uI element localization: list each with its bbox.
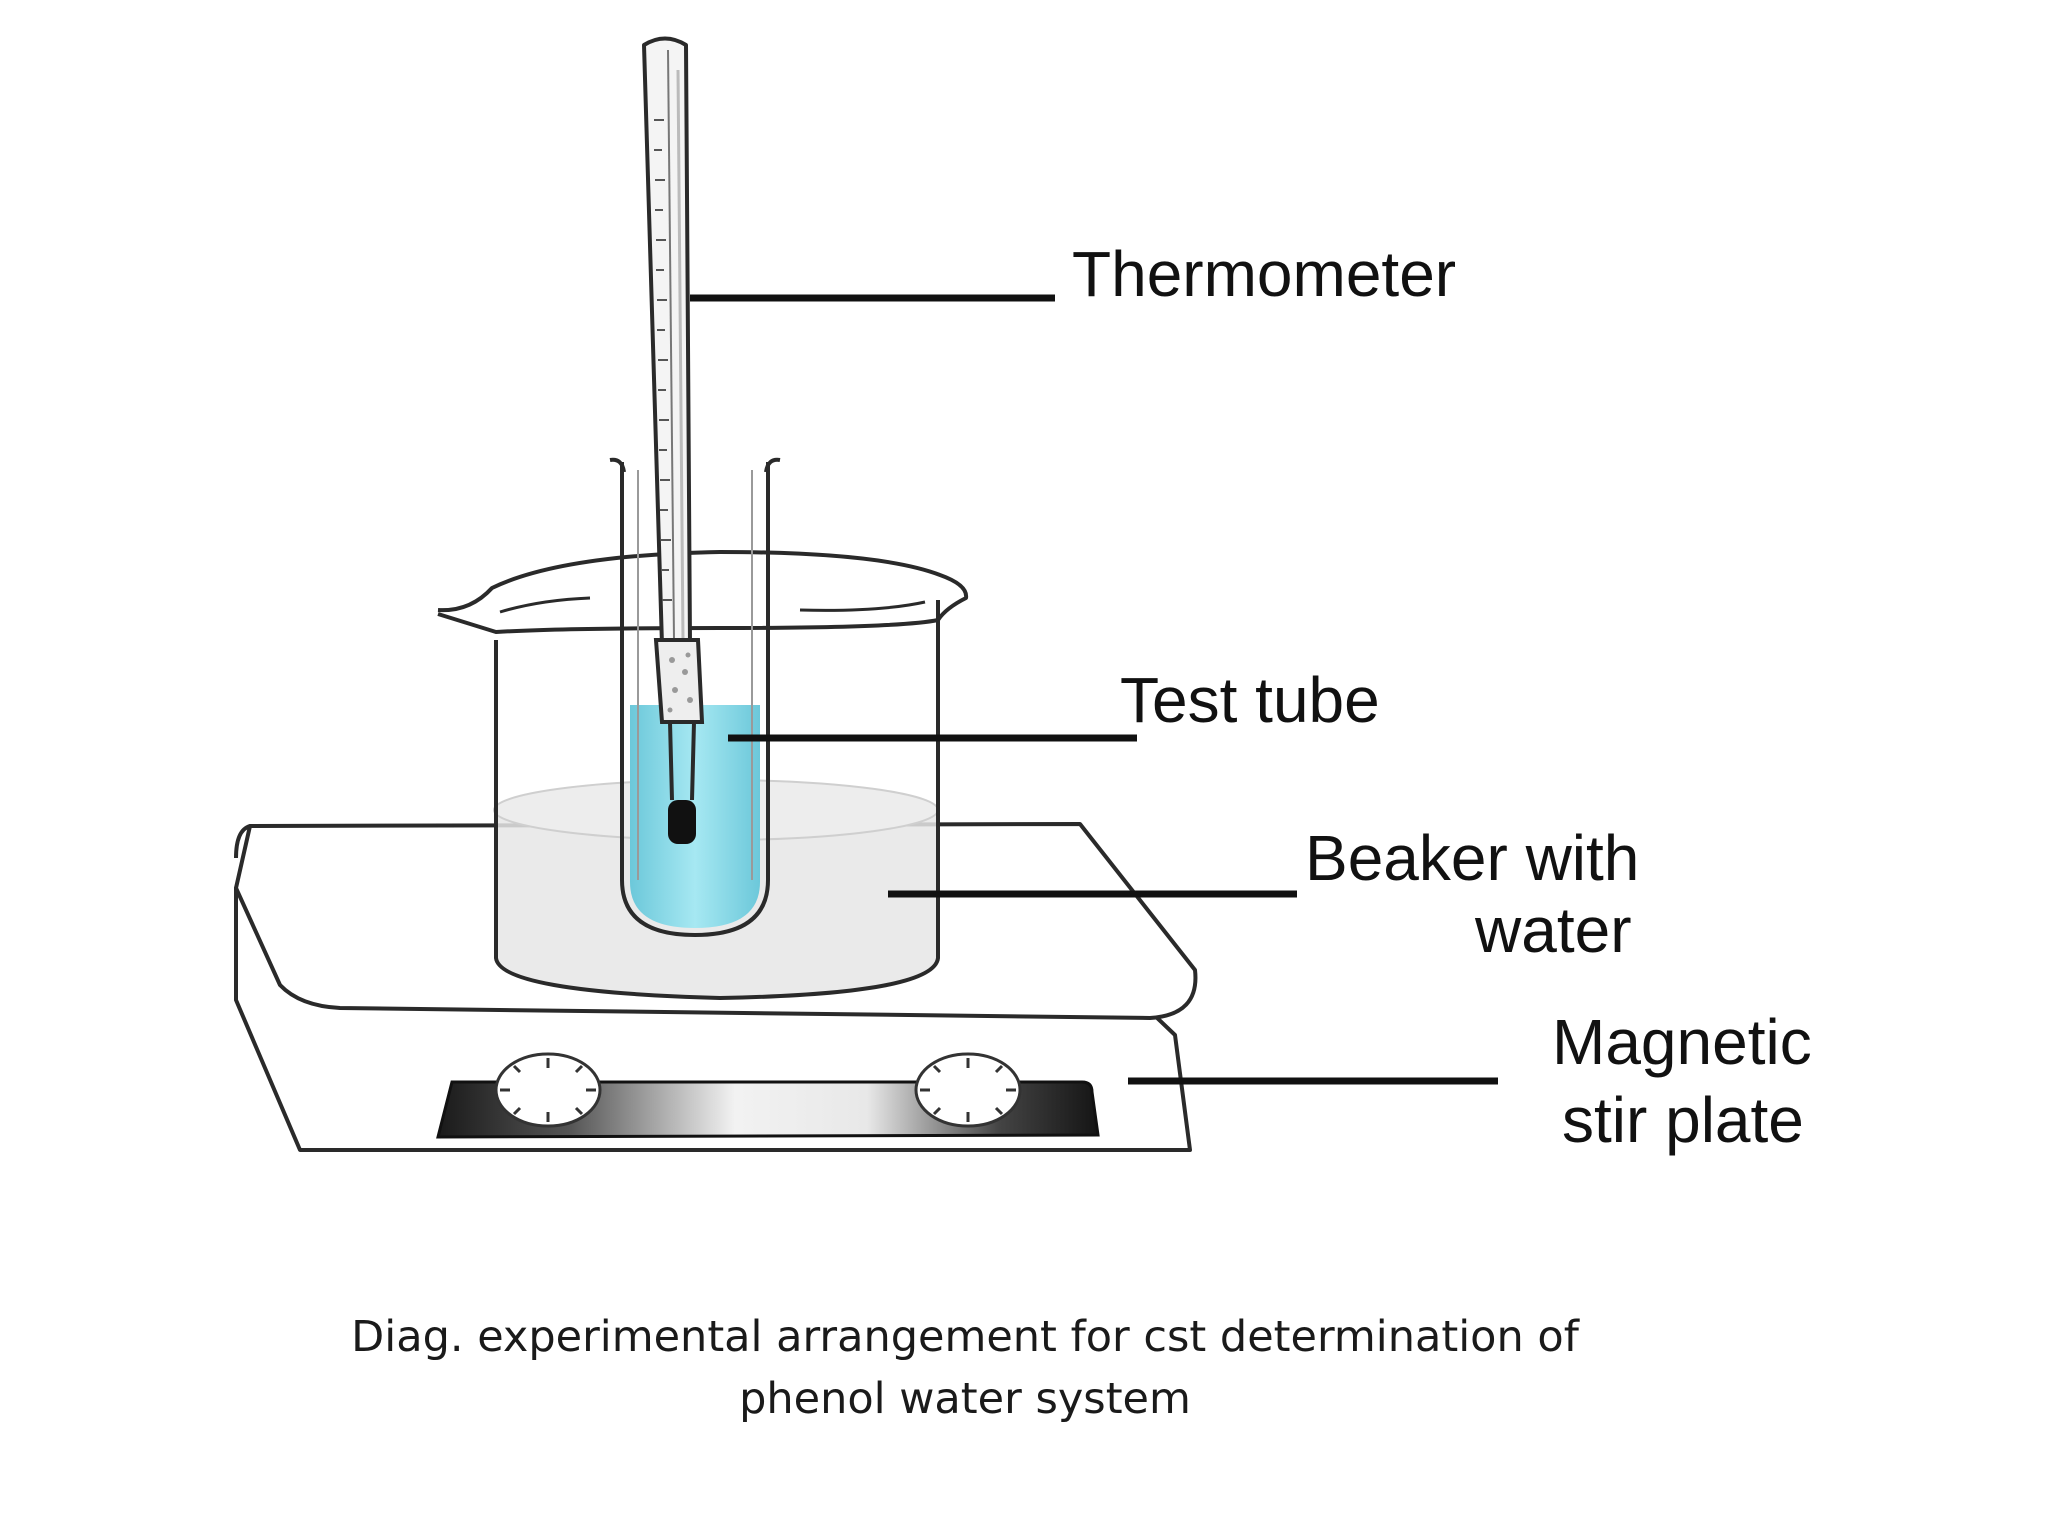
test-tube-label: Test tube	[1120, 664, 1380, 736]
thermometer-scale	[654, 119, 672, 601]
beaker-label-line1: Beaker with	[1305, 822, 1639, 894]
cork-stopper	[653, 638, 705, 724]
magnetic-stir-plate	[234, 822, 1198, 1152]
thermometer-label: Thermometer	[1072, 238, 1456, 310]
beaker-label-line2: water	[1474, 894, 1632, 966]
left-knob	[494, 1052, 602, 1128]
thermometer	[642, 36, 705, 844]
caption-line-1: Diag. experimental arrangement for cst d…	[351, 1312, 1579, 1362]
caption-line-2: phenol water system	[739, 1374, 1191, 1424]
beaker-rim	[437, 550, 969, 634]
thermometer-bulb	[668, 800, 696, 844]
right-knob	[914, 1052, 1022, 1128]
leader-lines	[690, 294, 1498, 1085]
beaker-wall-left	[494, 600, 940, 1000]
stir-plate-label-line1: Magnetic	[1552, 1006, 1812, 1078]
stir-plate-label-line2: stir plate	[1562, 1084, 1804, 1156]
